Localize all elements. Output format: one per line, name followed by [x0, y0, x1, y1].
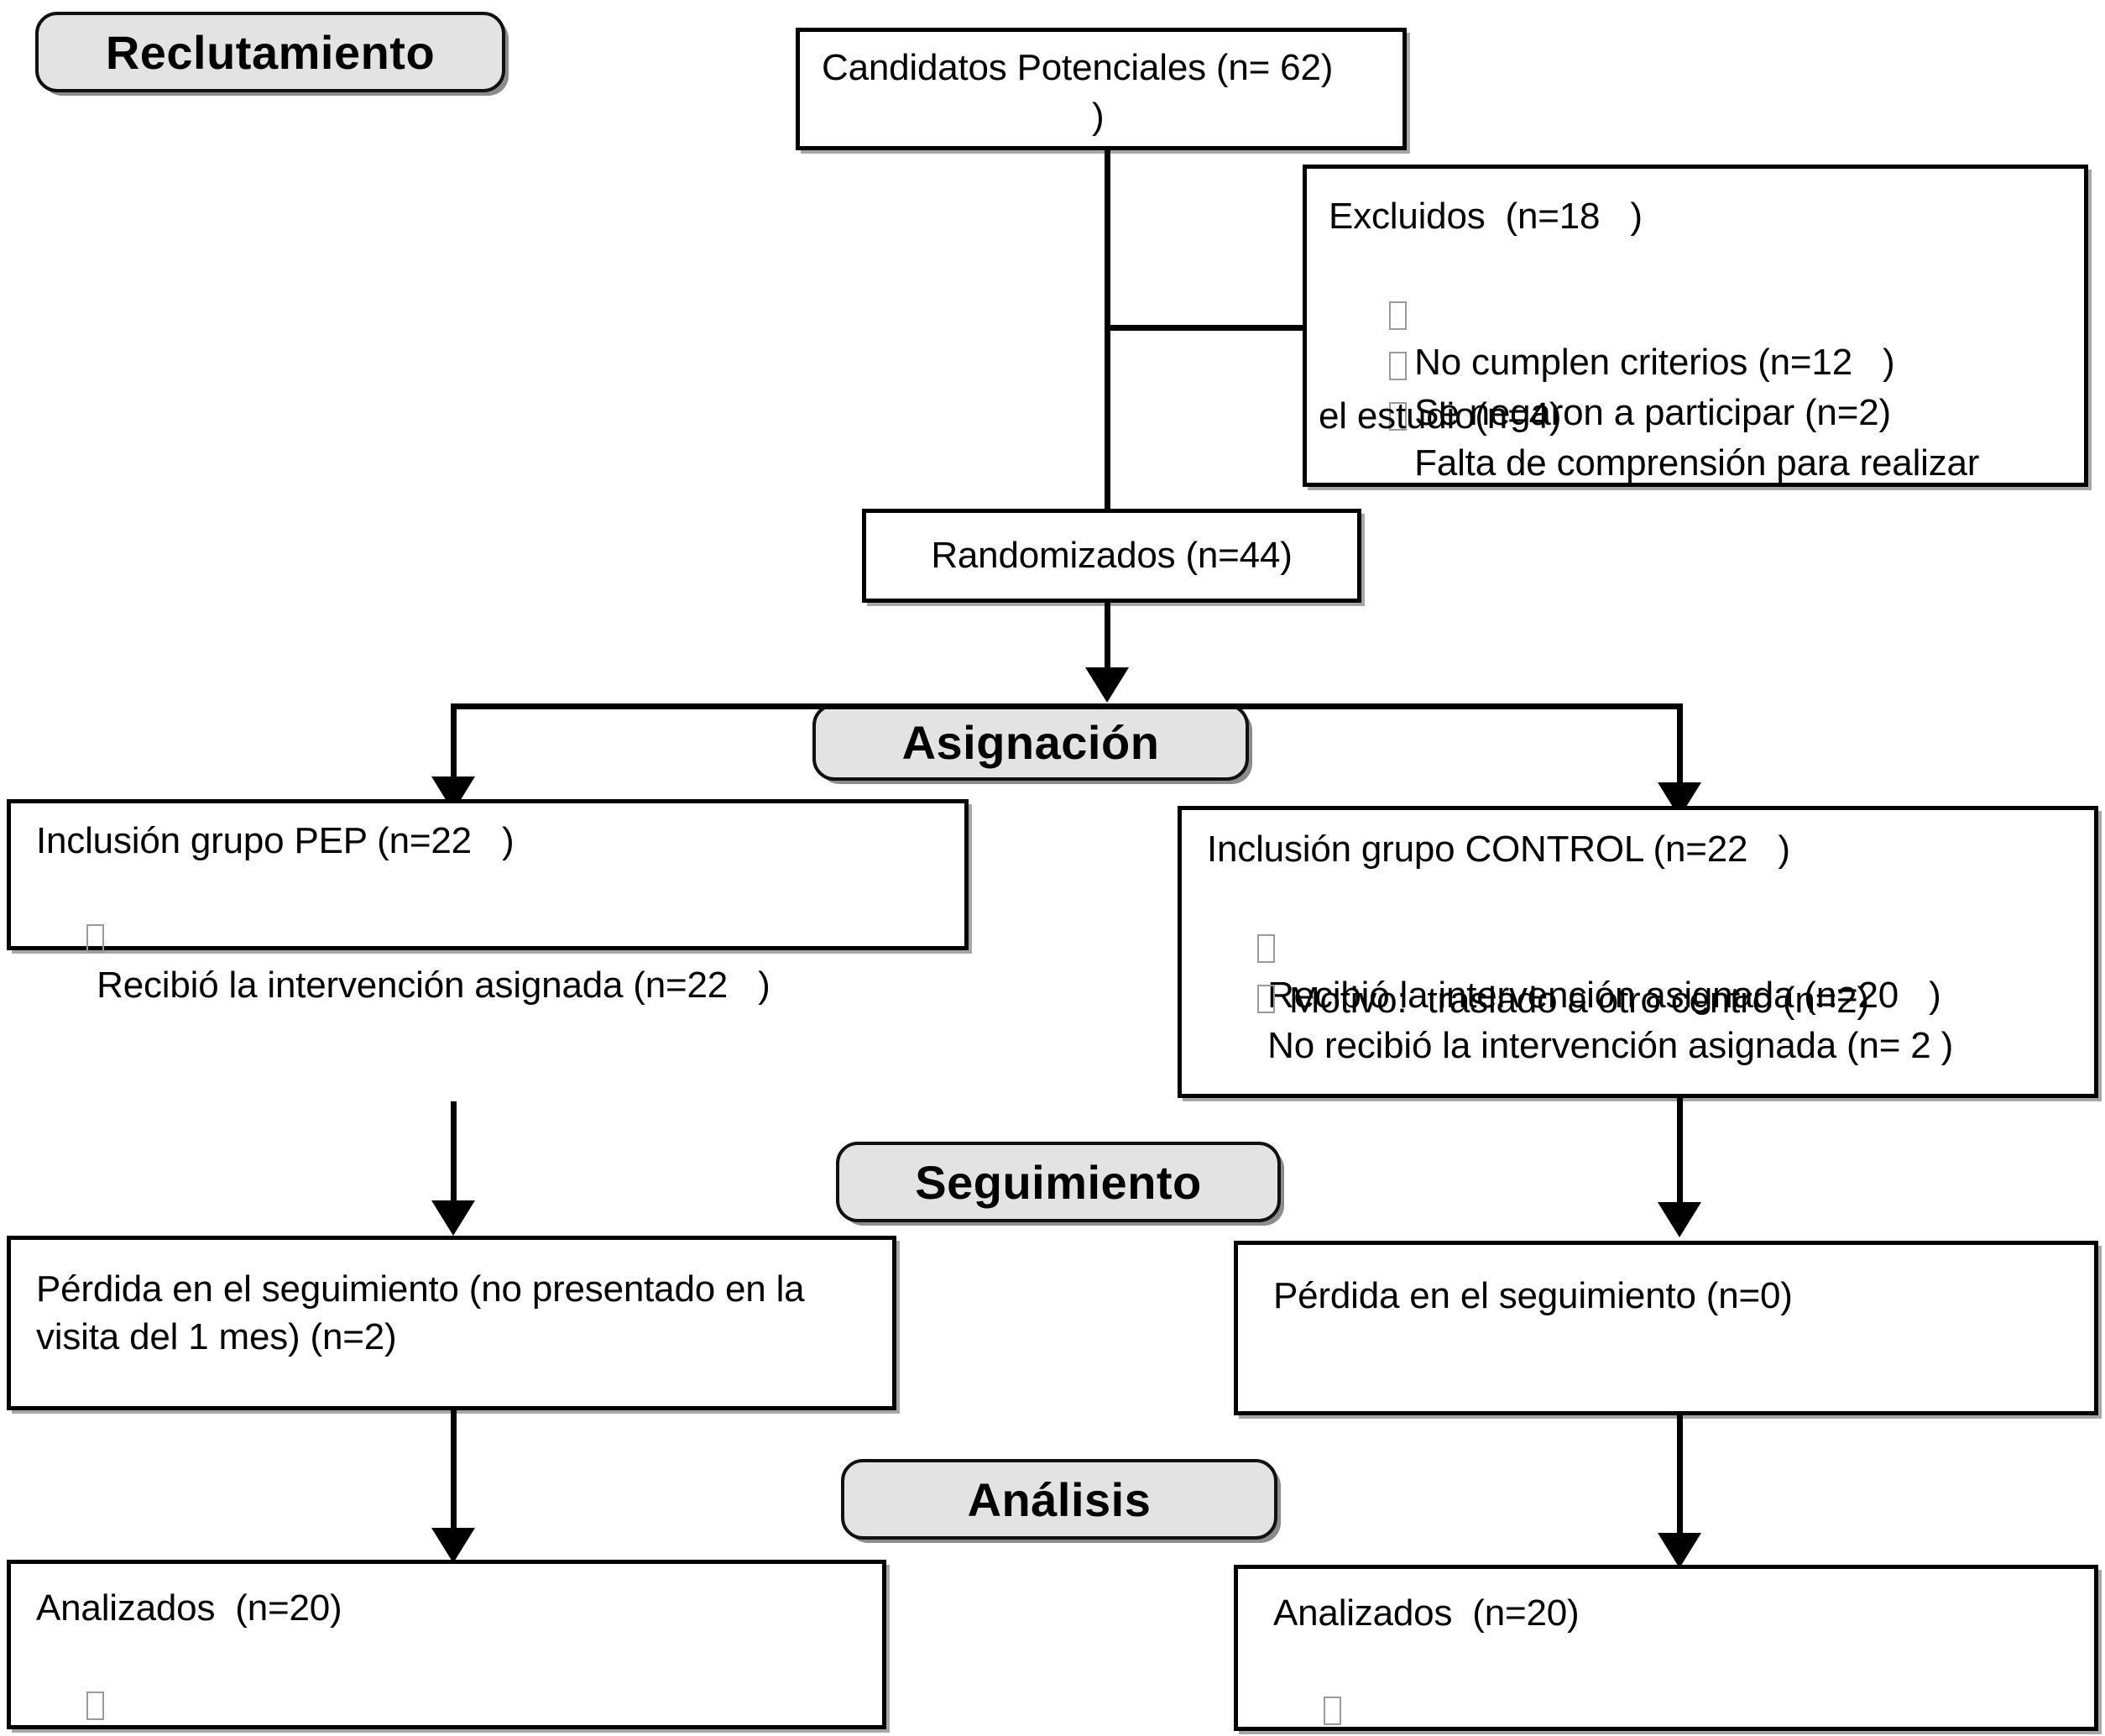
bullet-tofu-icon — [1389, 301, 1408, 331]
control-inclusion-reason: Motivo: traslado a otro centro (n=2) — [1289, 980, 1869, 1021]
bullet-tofu-icon — [1324, 1697, 1342, 1726]
arrowhead-pep-analysis — [431, 1528, 475, 1563]
pep-inclusion-item-0-row: Recibió la intervención asignada (n=22 ) — [26, 865, 953, 1058]
connector-pep-inclusion-to-followup — [451, 1101, 457, 1202]
pep-inclusion-item-0: Recibió la intervención asignada (n=22 ) — [97, 965, 770, 1007]
connector-pep-followup-to-analysis — [451, 1410, 457, 1535]
stage-label-seguimiento: Seguimiento — [915, 1155, 1202, 1209]
box-followup-control: Pérdida en el seguimiento (n=0) — [1234, 1241, 2098, 1415]
connector-control-inclusion-to-followup — [1677, 1098, 1683, 1207]
excluidos-item-0: No cumplen criterios (n=12 ) — [1414, 342, 1895, 384]
stage-pill-reclutamiento: Reclutamiento — [35, 12, 505, 92]
stage-pill-seguimiento: Seguimiento — [836, 1142, 1281, 1222]
excluidos-item-2: Falta de comprensión para realizar — [1414, 442, 1980, 484]
control-followup-title: Pérdida en el seguimiento (n=0) — [1273, 1275, 1793, 1316]
connector-candidatos-trunk — [1105, 123, 1110, 509]
connector-randomizados-down — [1105, 603, 1110, 687]
bullet-tofu-icon — [1257, 985, 1276, 1014]
candidatos-title: Candidatos Potenciales (n= 62) — [822, 47, 1334, 88]
control-inclusion-item-1-row: No recibió la intervención asignada (n= … — [1197, 926, 2082, 1118]
box-inclusion-pep: Inclusión grupo PEP (n=22 ) Recibió la i… — [7, 799, 969, 1006]
arrowhead-randomizados-split — [1085, 667, 1129, 703]
excluidos-item-0-row: No cumplen criterios (n=12 ) — [1329, 243, 2072, 435]
pep-analysis-item-0-row: Excluido del análisis (n= 0) — [26, 1633, 870, 1736]
connector-candidatos-to-excluidos — [1105, 325, 1340, 331]
excluidos-title: Excluidos (n=18 ) — [1329, 196, 1643, 237]
box-analysis-control: Analizados (n=20) Excluido del análisis … — [1234, 1565, 2098, 1731]
candidatos-stray-paren: ) — [1092, 96, 1105, 137]
box-excluidos: Excluidos (n=18 ) No cumplen criterios (… — [1303, 165, 2088, 487]
box-followup-pep: Pérdida en el seguimiento (no presentado… — [7, 1236, 896, 1410]
control-inclusion-title: Inclusión grupo CONTROL (n=22 ) — [1207, 829, 1790, 870]
control-inclusion-item-1: No recibió la intervención asignada (n= … — [1267, 1025, 1954, 1067]
control-analysis-title: Analizados (n=20) — [1273, 1592, 1580, 1634]
box-analysis-pep: Analizados (n=20) Excluido del análisis … — [7, 1560, 886, 1736]
box-inclusion-control: Inclusión grupo CONTROL (n=22 ) Recibió … — [1178, 806, 2098, 1098]
bullet-tofu-icon — [86, 924, 105, 954]
stage-pill-analisis: Análisis — [841, 1459, 1277, 1540]
connector-split-bar — [451, 703, 1683, 709]
stage-pill-asignacion: Asignación — [812, 703, 1249, 781]
box-candidatos-potenciales: Candidatos Potenciales (n= 62) ) — [796, 28, 1407, 150]
excluidos-item-2-row: Falta de comprensión para realizar — [1329, 343, 2072, 536]
bullet-tofu-icon — [1389, 352, 1408, 381]
arrowhead-pep-followup — [431, 1200, 475, 1236]
pep-followup-title: Pérdida en el seguimiento (no presentado… — [36, 1268, 815, 1358]
pep-analysis-item-0: Excluido del análisis (n= 0) — [97, 1732, 542, 1736]
excluidos-continuation: el estudio(n=4) — [1319, 395, 1562, 437]
connector-control-followup-to-analysis — [1677, 1415, 1683, 1540]
bullet-tofu-icon — [1257, 934, 1276, 964]
randomizados-title: Randomizados (n=44) — [931, 535, 1293, 576]
box-randomizados: Randomizados (n=44) — [862, 509, 1361, 603]
bullet-tofu-icon — [86, 1692, 105, 1721]
pep-analysis-title: Analizados (n=20) — [36, 1587, 342, 1629]
pep-inclusion-title: Inclusión grupo PEP (n=22 ) — [36, 820, 514, 861]
bullet-tofu-icon — [1389, 402, 1408, 431]
arrowhead-control-followup — [1658, 1202, 1701, 1237]
stage-label-asignacion: Asignación — [901, 715, 1160, 769]
control-analysis-item-0-row: Excluido del análisis (n= 0) — [1263, 1638, 2082, 1736]
arrowhead-control-analysis — [1658, 1533, 1701, 1568]
connector-split-left-leg — [451, 703, 457, 796]
stage-label-analisis: Análisis — [967, 1472, 1152, 1526]
connector-split-right-leg — [1677, 703, 1683, 803]
control-inclusion-item-0-row: Recibió la intervención asignada (n=20 ) — [1197, 876, 2082, 1068]
control-inclusion-item-0: Recibió la intervención asignada (n=20 ) — [1267, 975, 1941, 1017]
excluidos-item-1-row: Se negaron a participar (n=2) — [1329, 293, 2072, 485]
stage-label-reclutamiento: Reclutamiento — [105, 25, 436, 79]
excluidos-item-1: Se negaron a participar (n=2) — [1414, 392, 1891, 434]
